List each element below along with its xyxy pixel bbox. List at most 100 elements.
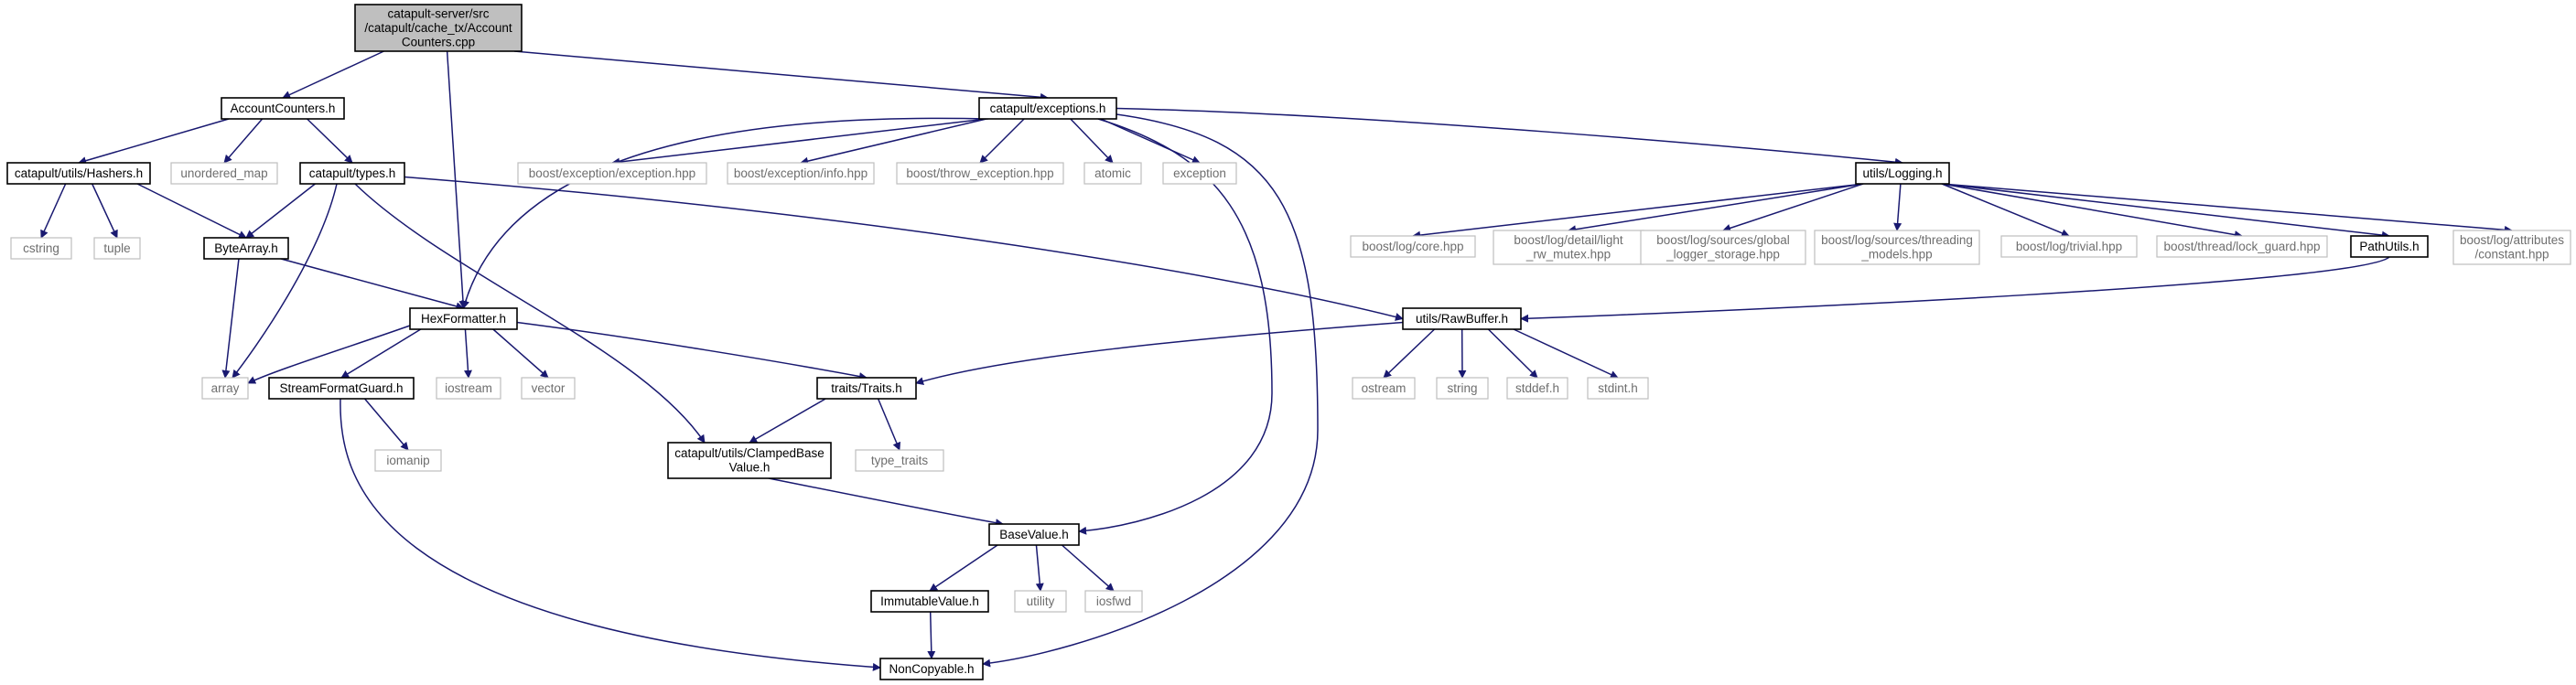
node-box-clampedbase [667, 442, 832, 479]
node-streamformatguard[interactable]: StreamFormatGuard.h [268, 377, 415, 400]
node-string: string [1436, 377, 1489, 400]
node-box-basevalue [988, 523, 1080, 546]
node-atomic: atomic [1083, 162, 1142, 185]
node-label-type_traits: type_traits [871, 454, 929, 467]
node-label-lock_guard: boost/thread/lock_guard.hpp [2163, 240, 2320, 253]
edge-traits-to-clampedbase [749, 398, 826, 444]
node-box-iosfwd [1084, 590, 1143, 613]
node-box-info_hpp [727, 162, 875, 185]
node-box-vector [521, 377, 576, 400]
node-types[interactable]: catapult/types.h [299, 162, 405, 185]
node-box-root [354, 4, 523, 52]
node-stdint: stdint.h [1587, 377, 1649, 400]
node-label-string: string [1447, 381, 1477, 395]
node-box-unordered_map [170, 162, 278, 185]
node-box-string [1436, 377, 1489, 400]
node-iostream: iostream [436, 377, 501, 400]
node-unordered_map: unordered_map [170, 162, 278, 185]
node-threading_models: boost/log/sources/threading_models.hpp [1814, 230, 1980, 265]
node-box-immutablevalue [870, 590, 989, 613]
edge-hashers-to-tuple [92, 183, 118, 239]
node-noncopyable[interactable]: NonCopyable.h [879, 658, 984, 680]
node-throw_exception: boost/throw_exception.hpp [896, 162, 1064, 185]
edge-logging-to-constant [1941, 183, 2513, 234]
edge-logging-to-global_logger [1722, 183, 1864, 232]
node-label-global_logger: boost/log/sources/global [1656, 233, 1790, 247]
node-rawbuffer[interactable]: utils/RawBuffer.h [1402, 307, 1522, 330]
node-label-array: array [211, 381, 240, 395]
edge-bytearray-to-array [221, 258, 240, 379]
edge-types-to-rawbuffer [404, 176, 1404, 321]
node-box-rawbuffer [1402, 307, 1522, 330]
node-hashers[interactable]: catapult/utils/Hashers.h [6, 162, 151, 185]
node-box-traits [816, 377, 917, 400]
edge-exceptions-to-hexformatter [461, 117, 989, 309]
node-label-exception: exception [1173, 166, 1226, 180]
node-tuple: tuple [93, 237, 141, 260]
edge-exceptions-to-noncopyable [982, 113, 1319, 668]
edge-exceptions-to-info_hpp [800, 118, 987, 166]
node-box-light_rw [1493, 230, 1644, 265]
node-label-utility: utility [1027, 594, 1055, 608]
node-label-iomanip: iomanip [386, 454, 429, 467]
node-vector: vector [521, 377, 576, 400]
node-basevalue[interactable]: BaseValue.h [988, 523, 1080, 546]
node-box-bytearray [203, 237, 289, 260]
node-iosfwd: iosfwd [1084, 590, 1143, 613]
node-bytearray[interactable]: ByteArray.h [203, 237, 289, 260]
node-box-constant [2452, 230, 2571, 265]
edge-hashers-to-cstring [40, 183, 67, 239]
node-pathutils[interactable]: PathUtils.h [2350, 235, 2429, 258]
edge-streamformatguard-to-noncopyable [340, 398, 881, 671]
edge-logging-to-log_core [1412, 183, 1864, 240]
node-label-atomic: atomic [1094, 166, 1131, 180]
node-exception_hpp: boost/exception/exception.hpp [517, 162, 707, 185]
node-label-logging: utils/Logging.h [1862, 166, 1942, 180]
node-label-light_rw: _rw_mutex.hpp [1525, 248, 1611, 262]
node-box-global_logger [1640, 230, 1806, 265]
node-traits[interactable]: traits/Traits.h [816, 377, 917, 400]
node-box-exceptions [978, 97, 1117, 120]
node-label-threading_models: boost/log/sources/threading [1821, 233, 1973, 247]
node-label-unordered_map: unordered_map [180, 166, 267, 180]
edge-hexformatter-to-iostream [463, 328, 472, 379]
node-box-exception_hpp [517, 162, 707, 185]
edges-layer [40, 50, 2513, 671]
node-box-accountcounters [221, 97, 345, 120]
node-label-cstring: cstring [23, 241, 59, 255]
edge-exceptions-to-atomic [1070, 118, 1114, 164]
edge-exceptions-to-basevalue [1078, 118, 1273, 535]
node-accountcounters[interactable]: AccountCounters.h [221, 97, 345, 120]
node-label-types: catapult/types.h [309, 166, 396, 180]
node-iomanip: iomanip [374, 449, 442, 472]
node-label-global_logger: _logger_storage.hpp [1665, 248, 1780, 262]
node-box-types [299, 162, 405, 185]
edge-accountcounters-to-unordered_map [223, 118, 264, 164]
edge-basevalue-to-iosfwd [1061, 544, 1115, 592]
node-label-pathutils: PathUtils.h [2359, 240, 2419, 253]
edge-hexformatter-to-streamformatguard [340, 328, 422, 379]
node-exceptions[interactable]: catapult/exceptions.h [978, 97, 1117, 120]
node-label-root: Counters.cpp [402, 35, 475, 48]
edge-exceptions-to-exception [1100, 118, 1201, 164]
node-box-stdint [1587, 377, 1649, 400]
node-constant: boost/log/attributes/constant.hpp [2452, 230, 2571, 265]
node-box-hashers [6, 162, 151, 185]
node-root[interactable]: catapult-server/src/catapult/cache_tx/Ac… [354, 4, 523, 52]
node-box-streamformatguard [268, 377, 415, 400]
node-immutablevalue[interactable]: ImmutableValue.h [870, 590, 989, 613]
node-box-ostream [1352, 377, 1416, 400]
node-label-bytearray: ByteArray.h [214, 241, 278, 255]
node-label-log_core: boost/log/core.hpp [1362, 240, 1463, 253]
node-label-clampedbase: Value.h [729, 461, 771, 475]
node-label-immutablevalue: ImmutableValue.h [880, 594, 979, 608]
node-logging[interactable]: utils/Logging.h [1855, 162, 1950, 185]
node-label-traits: traits/Traits.h [831, 381, 902, 395]
node-hexformatter[interactable]: HexFormatter.h [409, 307, 518, 330]
node-cstring: cstring [10, 237, 72, 260]
edge-basevalue-to-immutablevalue [929, 544, 998, 592]
node-label-root: catapult-server/src [387, 6, 489, 20]
node-label-hexformatter: HexFormatter.h [421, 312, 506, 326]
